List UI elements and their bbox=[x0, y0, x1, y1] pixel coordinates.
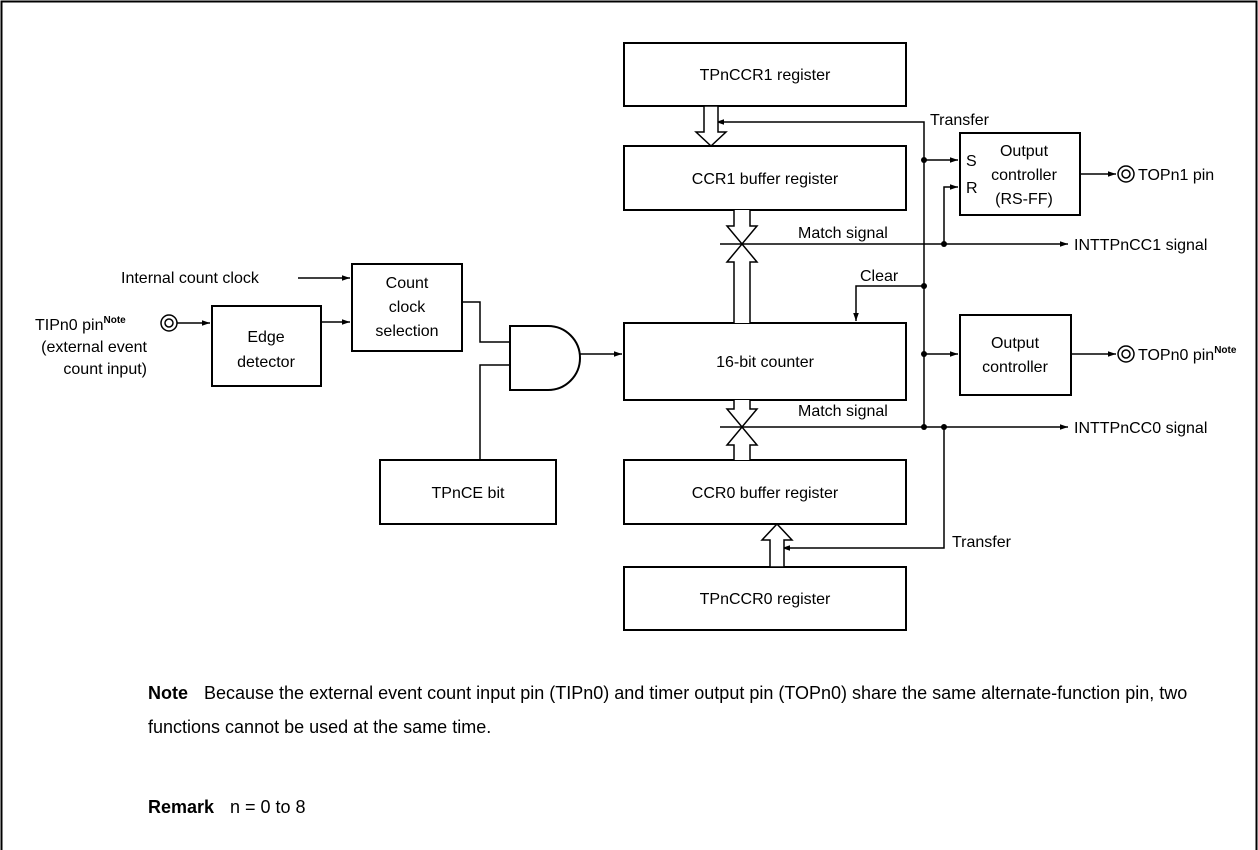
topn0-note-superscript: Note bbox=[1214, 345, 1237, 356]
tipn0-note-superscript: Note bbox=[103, 315, 126, 326]
remark-text: n = 0 to 8 bbox=[230, 797, 306, 817]
ccr0-buffer-register-block bbox=[623, 459, 907, 525]
junction-dot bbox=[941, 241, 947, 247]
tipn0-pin-label: TIPn0 pinNote bbox=[35, 315, 126, 334]
topn1-pin-outer bbox=[1117, 165, 1135, 183]
oc0-label-1: Output bbox=[991, 335, 1040, 352]
junction-dot bbox=[921, 424, 927, 430]
tpnccr0-register-label: TPnCCR0 register bbox=[700, 591, 831, 608]
intcc0-signal-label: INTTPnCC0 signal bbox=[1074, 420, 1207, 437]
external-event-label-1: (external event bbox=[41, 339, 147, 356]
r-input-label: R bbox=[966, 180, 978, 197]
topn0-pin-text: TOPn0 pin bbox=[1138, 347, 1214, 364]
topn0-pin-label: TOPn0 pinNote bbox=[1138, 345, 1237, 364]
transfer-bottom-label: Transfer bbox=[952, 534, 1012, 551]
s-input-label: S bbox=[966, 153, 977, 170]
edge-detector-label-2: detector bbox=[237, 354, 295, 371]
count-clock-selection-block bbox=[351, 263, 463, 352]
count-clock-label-2: clock bbox=[389, 299, 426, 316]
ccr1-buffer-register-block bbox=[623, 145, 907, 211]
clear-label: Clear bbox=[860, 268, 899, 285]
count-clock-label-3: selection bbox=[375, 323, 438, 340]
counter-block bbox=[623, 322, 907, 401]
tpnccr1-register-block bbox=[623, 42, 907, 107]
junction-dot bbox=[941, 424, 947, 430]
junction-dot bbox=[921, 283, 927, 289]
oc1-label-3: (RS-FF) bbox=[995, 191, 1053, 208]
output-controller-block bbox=[959, 314, 1072, 396]
tipn0-pin-text: TIPn0 pin bbox=[35, 317, 103, 334]
counter-label: 16-bit counter bbox=[716, 354, 815, 371]
count-to-and-line bbox=[462, 301, 510, 343]
oc0-label-2: controller bbox=[982, 359, 1048, 376]
and-gate bbox=[509, 325, 581, 391]
remark-block: Remark n = 0 to 8 bbox=[148, 790, 306, 824]
ccr0-buffer-register-label: CCR0 buffer register bbox=[692, 485, 839, 502]
compare-bus-ccr1 bbox=[725, 210, 759, 323]
transfer-bottom-arrow bbox=[782, 427, 945, 551]
internal-count-clock-label: Internal count clock bbox=[121, 270, 260, 287]
intcc1-signal-label: INTTPnCC1 signal bbox=[1074, 237, 1207, 254]
count-clock-label-1: Count bbox=[386, 275, 429, 292]
compare-bus-ccr0 bbox=[725, 400, 759, 460]
edge-detector-block bbox=[211, 305, 322, 387]
edge-detector-label-1: Edge bbox=[247, 329, 284, 346]
tpnce-bit-label: TPnCE bit bbox=[432, 485, 505, 502]
topn1-pin-inner bbox=[1121, 169, 1131, 179]
clear-arrow bbox=[853, 285, 924, 321]
match-signal-bottom-label: Match signal bbox=[798, 403, 888, 420]
transfer-top-arrow bbox=[716, 119, 925, 160]
topn0-pin-inner bbox=[1121, 349, 1131, 359]
topn1-pin-label: TOPn1 pin bbox=[1138, 167, 1214, 184]
tipn0-pin-inner bbox=[164, 318, 174, 328]
tpnccr1-register-label: TPnCCR1 register bbox=[700, 67, 831, 84]
note-text: Because the external event count input p… bbox=[148, 683, 1188, 737]
output-controller-rsff-block bbox=[959, 132, 1081, 216]
match1-to-r-arrow bbox=[943, 184, 958, 244]
oc1-label-2: controller bbox=[991, 167, 1057, 184]
transfer-hollow-arrow-bottom bbox=[760, 522, 794, 568]
tpnce-bit-block bbox=[379, 459, 557, 525]
tpnce-to-and-line bbox=[479, 364, 510, 460]
ccr1-buffer-register-label: CCR1 buffer register bbox=[692, 171, 839, 188]
oc1-label-1: Output bbox=[1000, 143, 1049, 160]
external-event-label-2: count input) bbox=[63, 361, 147, 378]
match-signal-top-label: Match signal bbox=[798, 225, 888, 242]
topn0-pin-outer bbox=[1117, 345, 1135, 363]
junction-dot bbox=[921, 351, 927, 357]
transfer-hollow-arrow-top bbox=[694, 105, 728, 148]
tpnccr0-register-block bbox=[623, 566, 907, 631]
note-heading: Note bbox=[148, 683, 188, 703]
remark-heading: Remark bbox=[148, 797, 215, 817]
junction-dot bbox=[921, 157, 927, 163]
tipn0-pin-outer bbox=[160, 314, 178, 332]
transfer-top-label: Transfer bbox=[930, 112, 990, 129]
